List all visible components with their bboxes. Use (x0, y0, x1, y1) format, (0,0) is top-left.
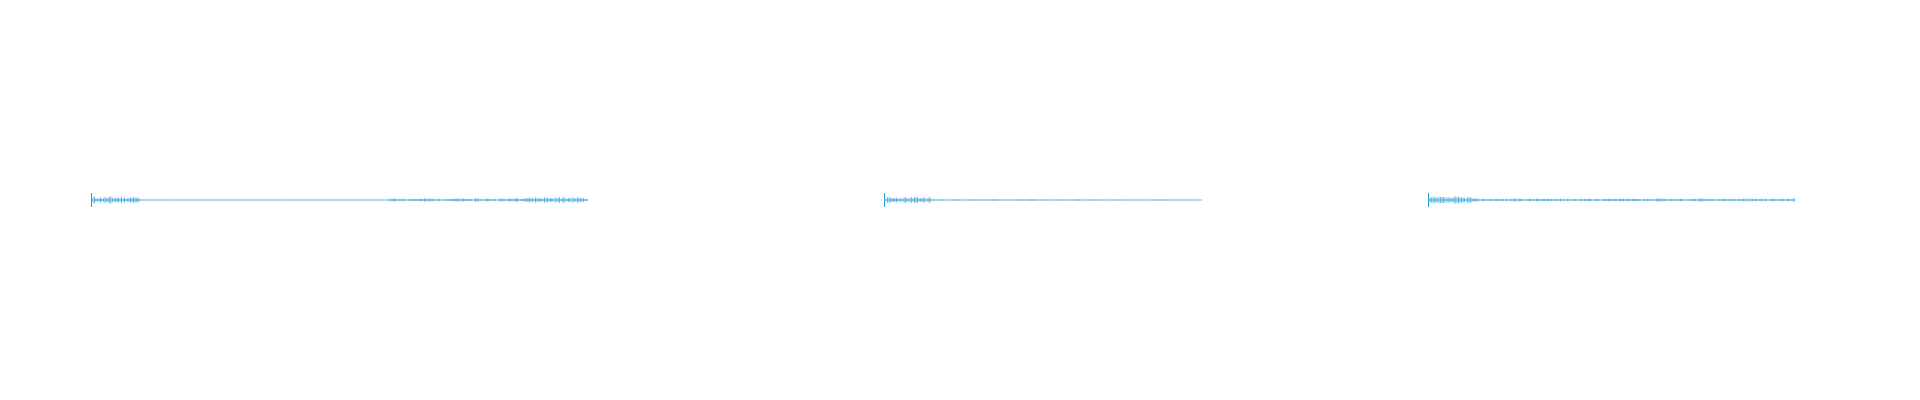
waveform-2-svg (884, 193, 1202, 207)
audio-waveform-1[interactable] (91, 190, 588, 210)
audio-waveform-3[interactable] (1428, 190, 1795, 210)
waveform-1-svg (91, 193, 588, 207)
audio-waveform-2[interactable] (884, 190, 1202, 210)
waveform-3-svg (1428, 193, 1795, 207)
